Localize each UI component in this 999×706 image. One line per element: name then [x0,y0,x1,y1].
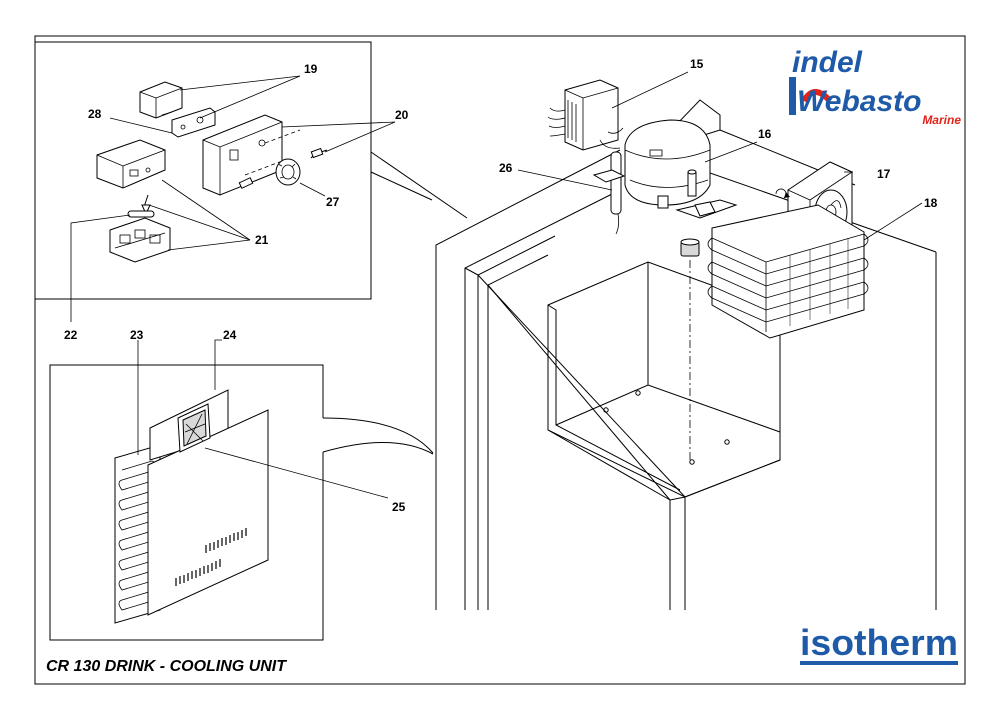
callout-23: 23 [130,328,144,342]
electronic-unit [547,79,624,151]
indel-webasto-logo: indel Webasto Marine [789,46,961,127]
callout-25: 25 [392,500,406,514]
leader-lines [70,71,923,499]
logo-bar [789,77,796,115]
callout-28: 28 [88,107,102,121]
callout-18: 18 [924,196,938,210]
inset-box-top [34,41,372,300]
callout-21: 21 [255,233,269,247]
outer-frame [34,35,966,685]
diagram-title: CR 130 DRINK - COOLING UNIT [46,658,287,675]
callout-20: 20 [395,108,409,122]
callout-27: 27 [326,195,340,209]
condenser [707,204,869,339]
evaporator-inset [49,364,434,641]
callout-19: 19 [304,62,318,76]
callout-17: 17 [877,167,891,181]
isotherm-logo: isotherm [800,622,958,665]
logo-underline [800,661,958,665]
thermostat-inset [34,41,468,300]
callout-labels: 15 16 17 18 19 20 21 22 23 24 25 26 27 2… [64,57,938,514]
logo-arc-icon [801,89,833,104]
logo-text-webasto: Webasto [797,85,921,118]
callout-15: 15 [690,57,704,71]
callout-22: 22 [64,328,78,342]
logo-text-indel: indel [792,46,863,79]
logo-text-marine: Marine [922,113,961,127]
callout-26: 26 [499,161,513,175]
callout-16: 16 [758,127,772,141]
logo-text-isotherm: isotherm [800,622,958,663]
callout-24: 24 [223,328,237,342]
compressor [547,79,738,257]
